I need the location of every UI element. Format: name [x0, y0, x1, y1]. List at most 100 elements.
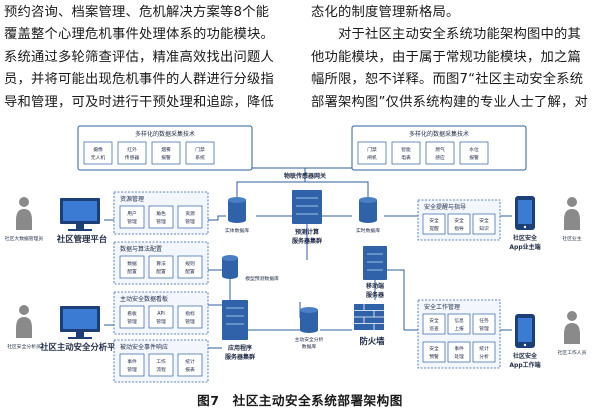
firewall-icon — [354, 304, 384, 330]
svg-text:报表: 报表 — [185, 366, 195, 373]
body-text-line: 导和管理，可及时进行干预处理和追踪，降低 — [4, 94, 274, 110]
owner-app-label-2: App业主端 — [509, 243, 540, 251]
safety-dashboard-module: 主动安全数据看板 看板 管理 API 管理 指标 管理 — [113, 291, 209, 335]
safety-reminder-module: 安全提醒与指导 安全 提醒 安全 指导 安全 知识 — [417, 199, 501, 241]
model-database-label: 模型预测数据库 — [245, 275, 279, 282]
svg-text:指标: 指标 — [185, 310, 195, 317]
mobile-server-label-1: 移动端 — [366, 282, 384, 290]
svg-text:处理: 处理 — [454, 353, 464, 360]
tile-label: 燃气 — [435, 146, 445, 153]
realtime-database-icon — [359, 197, 377, 223]
management-platform-label: 社区管理平台 — [56, 234, 107, 244]
module-title: 数据与算法配置 — [120, 245, 162, 253]
tile-label: 水位 — [469, 146, 479, 153]
safety-work-module: 安全工作管理 安全 巡查 信息 上报 任务 管理 安全 预警 事件 处理 统计 … — [417, 299, 501, 369]
mobile-server-icon — [363, 246, 387, 280]
data-admin-person-icon — [16, 197, 32, 230]
app-server-cluster-icon — [222, 300, 248, 340]
body-text-line: 覆盖整个心理危机事件处理体系的功能模块。 — [4, 27, 274, 43]
tile-label: 门禁 — [367, 146, 377, 153]
svg-text:安全: 安全 — [429, 217, 439, 224]
tile-label: 电表 — [401, 154, 411, 161]
entity-database-icon — [228, 197, 246, 223]
svg-text:指导: 指导 — [454, 225, 464, 232]
tile-label: 烟雾 — [161, 146, 171, 153]
svg-text:管理: 管理 — [127, 366, 137, 373]
svg-text:管理: 管理 — [156, 218, 166, 225]
app-cluster-label-2: 服务器集群 — [225, 353, 255, 361]
analyst-person-icon — [16, 305, 32, 338]
module-title: 安全工作管理 — [424, 303, 460, 311]
body-text-line: 态化的制度管理新格局。 — [311, 5, 460, 20]
svg-text:规则: 规则 — [185, 260, 195, 267]
safety-db-label-2: 数据库 — [302, 343, 317, 350]
tile-label: 传感器 — [125, 154, 140, 161]
data-acquisition-group-right: 多样化的数据采集技术 门禁 闸机 智能 电表 燃气 感应 水位 报警 — [351, 125, 527, 171]
monitor-icon — [60, 198, 100, 231]
svg-text:管理: 管理 — [127, 218, 137, 225]
svg-text:管理: 管理 — [185, 218, 195, 225]
svg-text:事件: 事件 — [454, 345, 464, 352]
svg-text:配置: 配置 — [185, 269, 195, 275]
svg-text:看板: 看板 — [127, 310, 137, 317]
monitor-icon — [60, 306, 100, 339]
svg-text:资源: 资源 — [185, 210, 195, 217]
body-text-line: 他功能模块，由于属于常规功能模块，加之篇 — [311, 49, 581, 65]
safety-analysis-database-icon — [300, 307, 318, 333]
svg-text:分析: 分析 — [479, 353, 489, 360]
svg-text:流程: 流程 — [156, 366, 166, 373]
figure-caption: 图7 社区主动安全系统部署架构图 — [197, 393, 403, 408]
data-admin-label: 社区大数据管理员 — [5, 235, 44, 242]
analyst-label: 社区安全分析员 — [7, 343, 41, 350]
body-text-line: 对于社区主动安全系统功能架构图中的其 — [311, 27, 581, 43]
owner-label: 社区业主 — [562, 235, 581, 242]
body-text-line: 员，并将可能出现危机事件的人群进行分级指 — [4, 72, 274, 88]
tile-label: 摄像 — [93, 146, 103, 153]
body-text-line: 系统通过多轮筛查评估，精准高效找出问题人 — [4, 49, 274, 65]
module-title: 安全提醒与指导 — [424, 203, 466, 211]
body-text-line: 预约咨询、档案管理、危机解决方案等8个能 — [4, 5, 270, 20]
gateway-label: 物联传感器网关 — [284, 172, 326, 180]
entity-database-label: 实体数据库 — [225, 227, 249, 234]
svg-text:API: API — [157, 311, 165, 317]
svg-text:知识: 知识 — [479, 225, 489, 232]
tile-label: 门禁 — [195, 146, 205, 153]
svg-text:安全: 安全 — [429, 317, 439, 324]
tile-label: 闸机 — [367, 154, 377, 161]
body-text-line: 幅所限，恕不详释。而图7“社区主动安全系统 — [311, 72, 584, 88]
compute-cluster-icon — [292, 190, 322, 224]
svg-text:任务: 任务 — [479, 317, 489, 324]
svg-text:巡查: 巡查 — [429, 325, 439, 332]
svg-text:提醒: 提醒 — [429, 225, 439, 232]
tile-label: 报警 — [161, 154, 171, 161]
svg-text:预警: 预警 — [429, 353, 439, 360]
right-text-column: 态化的制度管理新格局。 对于社区主动安全系统功能架构图中的其 他功能模块，由于属… — [311, 2, 596, 114]
svg-text:统计: 统计 — [185, 358, 195, 365]
safety-db-label-1: 主动安全分析 — [295, 336, 324, 343]
data-acquisition-group-left: 多样化的数据采集技术 摄像 无人机 红外 传感器 烟雾 报警 门禁 系统 — [77, 125, 253, 171]
worker-app-label-1: 社区安全 — [512, 352, 538, 360]
architecture-diagram: 多样化的数据采集技术 摄像 无人机 红外 传感器 烟雾 报警 门禁 系统 多样化… — [5, 125, 587, 383]
svg-text:配置: 配置 — [127, 269, 137, 275]
data-algorithm-config-module: 数据与算法配置 数据 配置 算法 配置 规则 配置 — [113, 241, 209, 285]
svg-text:算法: 算法 — [156, 260, 166, 267]
svg-text:安全: 安全 — [429, 345, 439, 352]
owner-app-label-1: 社区安全 — [512, 234, 538, 242]
svg-text:统计: 统计 — [479, 345, 489, 352]
tile-label: 感应 — [435, 154, 445, 161]
tile-label: 报警 — [469, 154, 479, 161]
tile-label: 红外 — [127, 146, 137, 153]
sensor-tiles-left: 摄像 无人机 红外 传感器 烟雾 报警 门禁 系统 — [83, 141, 215, 165]
svg-text:事件: 事件 — [127, 358, 137, 365]
compute-cluster-label-2: 服务器集群 — [292, 237, 322, 245]
phone-icon — [515, 196, 535, 230]
svg-text:管理: 管理 — [185, 318, 195, 325]
owner-person-icon — [564, 197, 580, 230]
firewall-label: 防火墙 — [359, 336, 385, 346]
module-title: 资源管理 — [120, 195, 144, 203]
mobile-server-label-2: 服务器 — [366, 291, 385, 299]
sensor-tiles-right: 门禁 闸机 智能 电表 燃气 感应 水位 报警 — [357, 141, 489, 165]
tile-label: 无人机 — [91, 154, 106, 161]
tile-label: 智能 — [401, 146, 411, 153]
svg-text:管理: 管理 — [156, 318, 166, 325]
